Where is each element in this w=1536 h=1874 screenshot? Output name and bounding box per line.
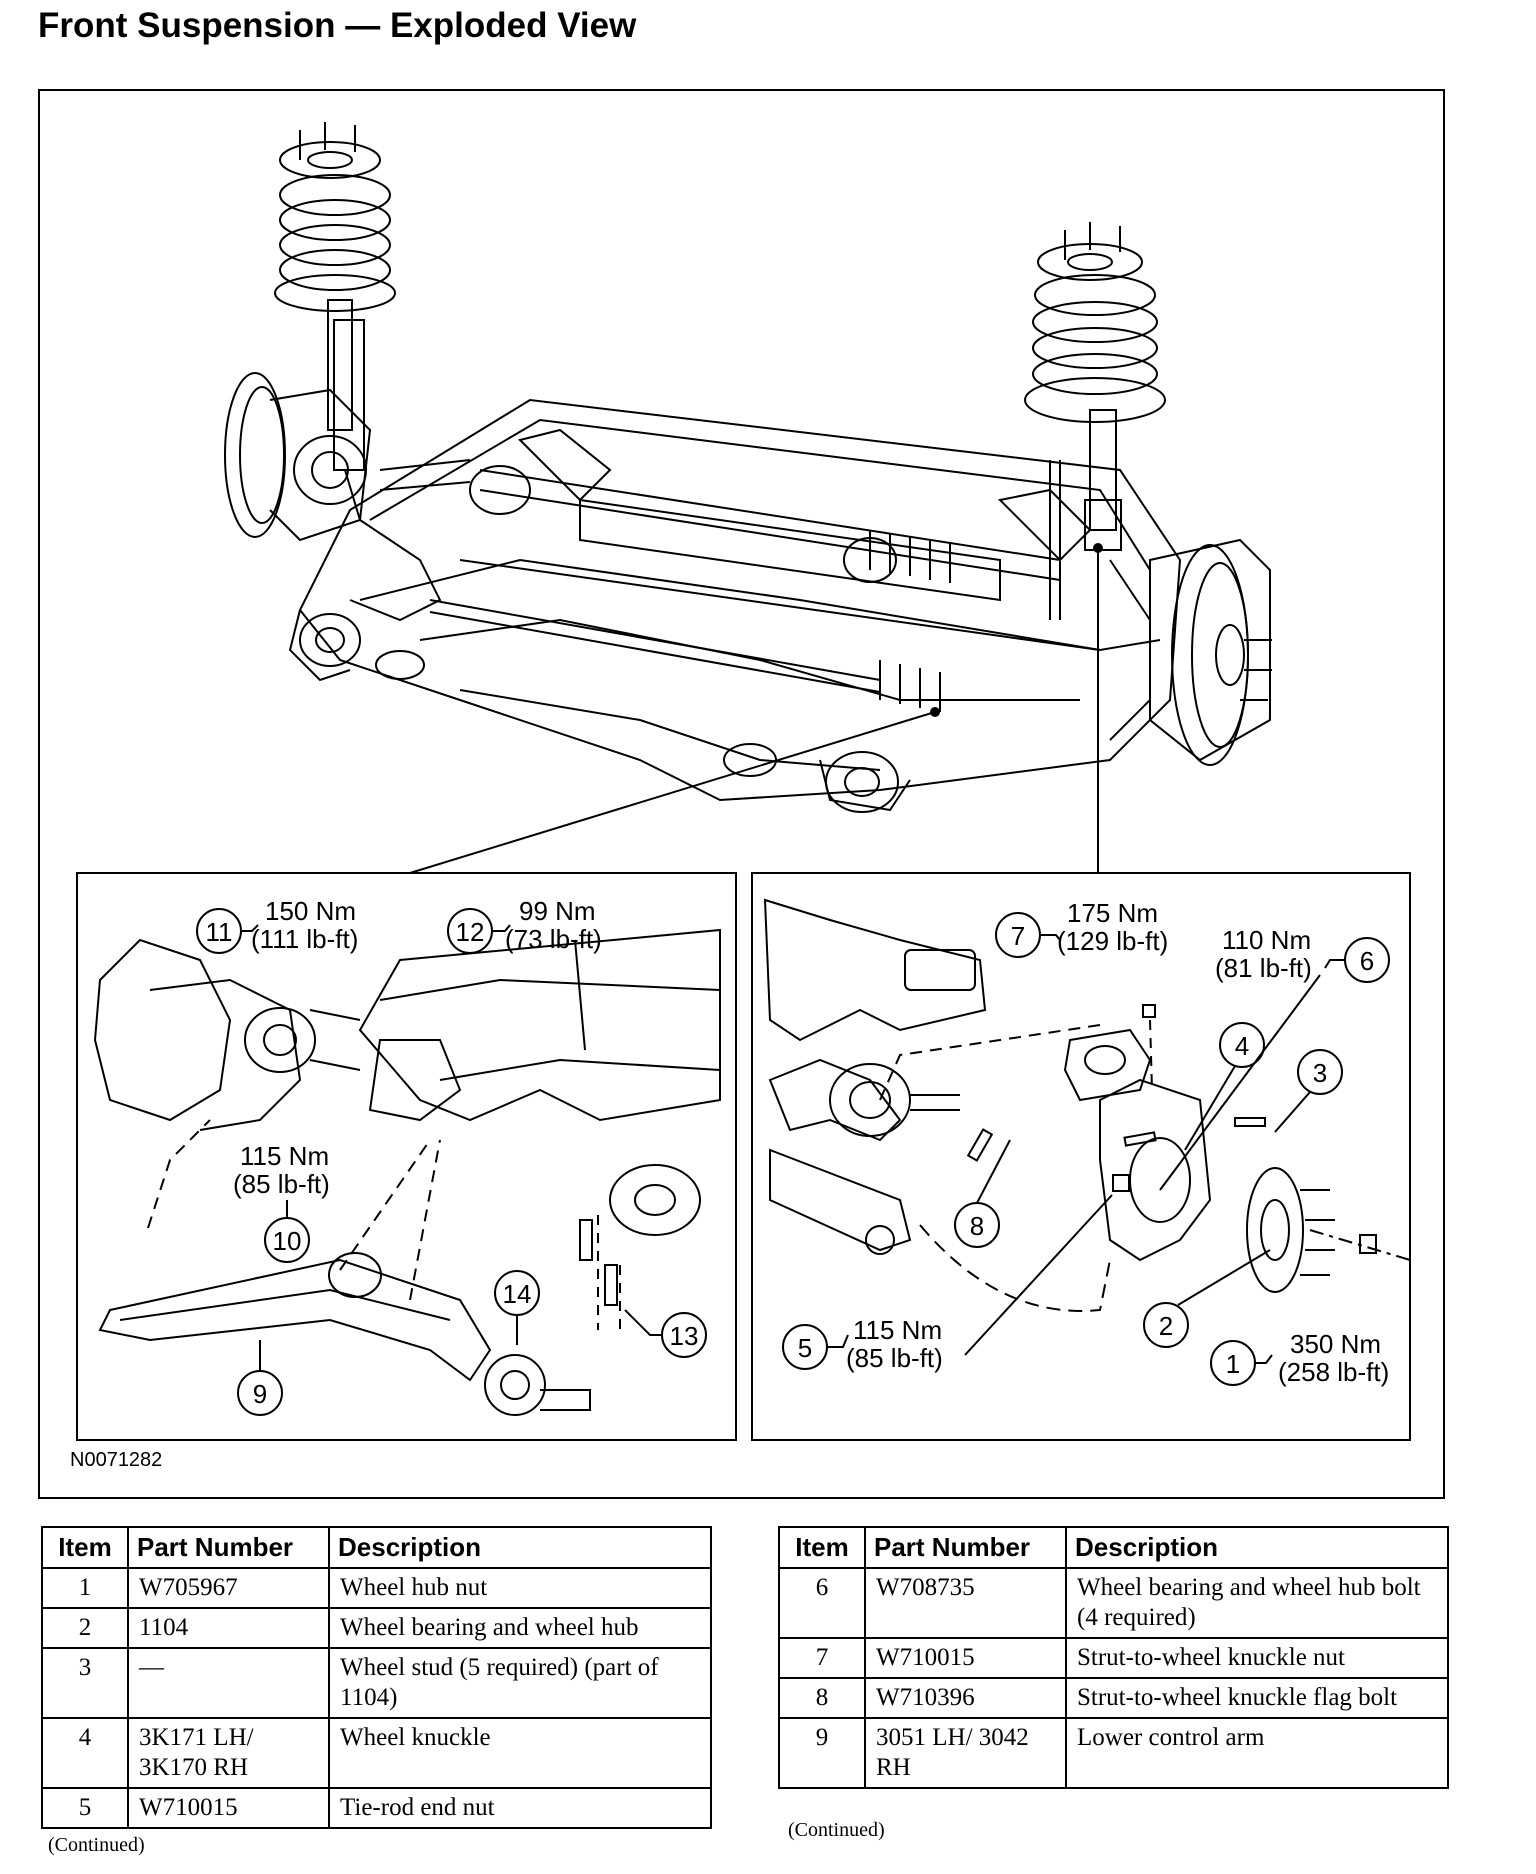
torque-10-lbft: (85 lb-ft) xyxy=(233,1169,330,1199)
table-row: 2 1104 Wheel bearing and wheel hub xyxy=(41,1607,712,1649)
right-rotor-drawing xyxy=(1109,538,1272,766)
torque-11-nm: 150 Nm xyxy=(265,896,356,926)
item-cell: 2 xyxy=(41,1607,129,1649)
item-cell: 8 xyxy=(778,1677,866,1719)
callout-leaders xyxy=(241,924,1345,1371)
item-cell: 6 xyxy=(778,1567,866,1639)
table-row: 5 W710015 Tie-rod end nut xyxy=(41,1787,712,1829)
description-cell: Tie-rod end nut xyxy=(328,1787,712,1829)
callout-circles xyxy=(196,908,1390,1416)
part-number-cell: W708735 xyxy=(864,1567,1067,1639)
table-header-row: Item Part Number Description xyxy=(41,1526,712,1569)
torque-6-lbft: (81 lb-ft) xyxy=(1215,953,1312,983)
torque-5-lbft: (85 lb-ft) xyxy=(846,1343,943,1373)
torque-1-lbft: (258 lb-ft) xyxy=(1278,1357,1389,1387)
callout-8: 8 xyxy=(970,1211,984,1241)
callout-4: 4 xyxy=(1235,1031,1249,1061)
item-cell: 1 xyxy=(41,1567,129,1609)
callout-6: 6 xyxy=(1360,946,1374,976)
header-item: Item xyxy=(41,1526,129,1569)
part-number-cell: W710015 xyxy=(127,1787,330,1829)
header-part-number: Part Number xyxy=(127,1526,330,1569)
header-description: Description xyxy=(328,1526,712,1569)
torque-10-nm: 115 Nm xyxy=(240,1141,329,1171)
table-row: 8 W710396 Strut-to-wheel knuckle flag bo… xyxy=(778,1677,1449,1719)
item-cell: 7 xyxy=(778,1637,866,1679)
part-number-cell: W710015 xyxy=(864,1637,1067,1679)
table-row: 7 W710015 Strut-to-wheel knuckle nut xyxy=(778,1637,1449,1679)
callout-2: 2 xyxy=(1159,1311,1173,1341)
left-strut-spring-drawing xyxy=(274,122,396,521)
subframe-drawing xyxy=(288,398,1182,813)
continued-note-right: (Continued) xyxy=(788,1819,885,1841)
part-number-cell: 3K171 LH/ 3K170 RH xyxy=(127,1717,330,1789)
parts-table-right: Item Part Number Description 6 W708735 W… xyxy=(778,1526,1449,1789)
table-row: 9 3051 LH/ 3042 RH Lower control arm xyxy=(778,1717,1449,1789)
callout-9: 9 xyxy=(253,1379,267,1409)
callout-5: 5 xyxy=(798,1333,812,1363)
callout-14: 14 xyxy=(503,1279,532,1309)
item-cell: 9 xyxy=(778,1717,866,1789)
exploded-view-figure xyxy=(38,89,1445,1499)
torque-11-lbft: (111 lb-ft) xyxy=(251,924,358,954)
figure-id: N0071282 xyxy=(70,1449,163,1471)
left-knuckle-drawing xyxy=(224,372,471,622)
description-cell: Wheel bearing and wheel hub bolt (4 requ… xyxy=(1065,1567,1449,1639)
torque-7-lbft: (129 lb-ft) xyxy=(1057,926,1168,956)
part-number-cell: 3051 LH/ 3042 RH xyxy=(864,1717,1067,1789)
callout-13: 13 xyxy=(670,1321,699,1351)
item-cell: 3 xyxy=(41,1647,129,1719)
torque-6-nm: 110 Nm xyxy=(1222,925,1311,955)
torque-12-lbft: (73 lb-ft) xyxy=(505,924,602,954)
part-number-cell: — xyxy=(127,1647,330,1719)
callout-11: 11 xyxy=(206,917,233,947)
continued-note-left: (Continued) xyxy=(48,1834,145,1856)
description-cell: Wheel hub nut xyxy=(328,1567,712,1609)
inset-left-drawing xyxy=(93,928,721,1416)
part-number-cell: W705967 xyxy=(127,1567,330,1609)
table-row: 3 — Wheel stud (5 required) (part of 110… xyxy=(41,1647,712,1719)
part-number-cell: 1104 xyxy=(127,1607,330,1649)
description-cell: Wheel bearing and wheel hub xyxy=(328,1607,712,1649)
table-row: 6 W708735 Wheel bearing and wheel hub bo… xyxy=(778,1567,1449,1639)
torque-1-nm: 350 Nm xyxy=(1290,1329,1381,1359)
torque-7-nm: 175 Nm xyxy=(1067,898,1158,928)
item-cell: 4 xyxy=(41,1717,129,1789)
table-row: 4 3K171 LH/ 3K170 RH Wheel knuckle xyxy=(41,1717,712,1789)
description-cell: Wheel stud (5 required) (part of 1104) xyxy=(328,1647,712,1719)
table-header-row: Item Part Number Description xyxy=(778,1526,1449,1569)
callout-7: 7 xyxy=(1011,921,1025,951)
torque-12-nm: 99 Nm xyxy=(519,896,596,926)
inset-right-frame xyxy=(751,872,1411,1441)
item-cell: 5 xyxy=(41,1787,129,1829)
steering-rack-drawing xyxy=(429,465,1101,712)
description-cell: Lower control arm xyxy=(1065,1717,1449,1789)
callout-12: 12 xyxy=(456,917,485,947)
header-part-number: Part Number xyxy=(864,1526,1067,1569)
header-description: Description xyxy=(1065,1526,1449,1569)
callout-3: 3 xyxy=(1313,1058,1327,1088)
parts-table-left: Item Part Number Description 1 W705967 W… xyxy=(41,1526,712,1829)
inset-left-frame xyxy=(76,872,737,1441)
description-cell: Strut-to-wheel knuckle flag bolt xyxy=(1065,1677,1449,1719)
table-row: 1 W705967 Wheel hub nut xyxy=(41,1567,712,1609)
header-item: Item xyxy=(778,1526,866,1569)
description-cell: Strut-to-wheel knuckle nut xyxy=(1065,1637,1449,1679)
right-strut-spring-drawing xyxy=(1024,222,1166,620)
description-cell: Wheel knuckle xyxy=(328,1717,712,1789)
part-number-cell: W710396 xyxy=(864,1677,1067,1719)
page-title: Front Suspension — Exploded View xyxy=(38,6,637,45)
torque-5-nm: 115 Nm xyxy=(853,1315,942,1345)
callout-10: 10 xyxy=(273,1226,302,1256)
callout-1: 1 xyxy=(1226,1349,1240,1379)
